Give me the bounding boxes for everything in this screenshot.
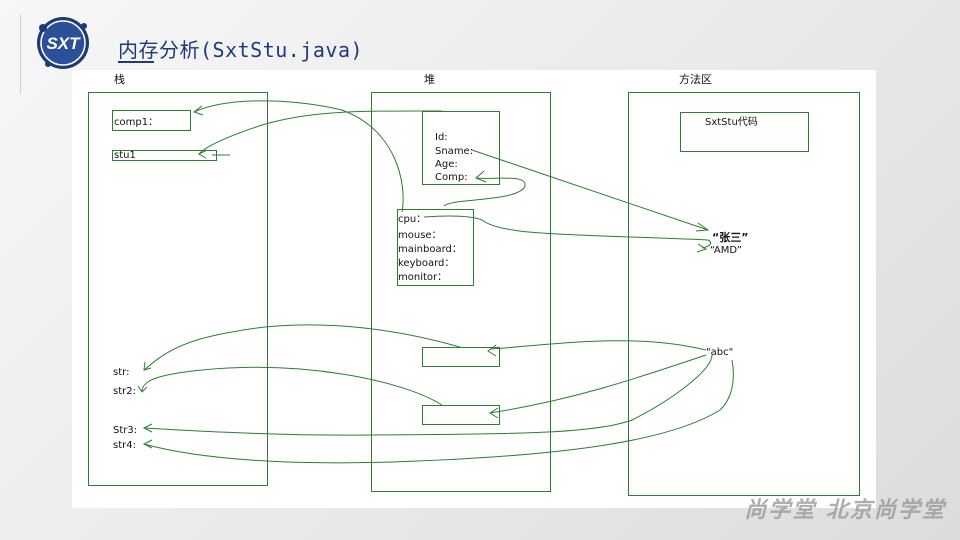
- arrow-str2-to-heapbox2: [141, 366, 443, 406]
- heap-region: [371, 92, 551, 492]
- sxt-logo: SXT: [37, 17, 89, 69]
- arrow-str3-to-abc: [143, 354, 713, 436]
- arrowhead-str: [143, 361, 152, 371]
- heap-string-box-1: [422, 347, 500, 367]
- title-underline: [118, 61, 154, 63]
- stack-column-label: 栈: [114, 73, 125, 86]
- arrow-stu1-to-student: [198, 110, 443, 155]
- arrow-heapbox2-to-abc: [489, 354, 707, 414]
- method-area-column-label: 方法区: [679, 73, 712, 86]
- arrowhead-str4: [142, 439, 153, 449]
- str-label: str:: [113, 367, 130, 378]
- heap-column-label: 堆: [424, 73, 435, 86]
- computer-mouse-field: mouse：: [398, 230, 442, 241]
- arrowhead-amd: [696, 243, 708, 253]
- title-block: 内存分析(SxtStu.java): [118, 34, 363, 63]
- corner-rule: [20, 14, 21, 94]
- reference-arrows: [137, 100, 734, 464]
- arrowhead-heapbox1: [487, 344, 497, 357]
- arrowhead-heapbox2: [489, 407, 499, 419]
- arrow-str-to-heap: [143, 324, 461, 371]
- arrow-cpu-to-amd: [423, 215, 711, 249]
- computer-object-box: [397, 209, 474, 286]
- str3-label: Str3:: [113, 425, 138, 436]
- computer-monitor-field: monitor：: [398, 272, 448, 283]
- computer-cpu-field: cpu：: [398, 214, 427, 225]
- arrow-sname-to-zhangsan: [471, 149, 709, 231]
- arrowhead-comp: [475, 170, 487, 183]
- page-title: 内存分析(SxtStu.java): [118, 38, 364, 62]
- string-zhangsan: “张三”: [712, 231, 749, 244]
- str4-label: str4:: [113, 440, 136, 451]
- computer-mainboard-field: mainboard：: [398, 244, 462, 255]
- class-code-label: SxtStu代码: [705, 117, 758, 128]
- stack-region: [88, 92, 268, 486]
- stu1-label: stu1: [114, 150, 136, 161]
- arrow-comp1-to-computer: [193, 100, 404, 213]
- arrow-str4-to-abc: [143, 359, 734, 464]
- logo-text: SXT: [46, 34, 81, 53]
- class-code-box: [680, 112, 809, 152]
- memory-diagram: 栈 堆 方法区 comp1： stu1 str: str2: Str3: str…: [72, 70, 876, 508]
- method-area-region: [628, 92, 860, 496]
- heap-string-box-2: [422, 405, 500, 425]
- str2-label: str2:: [113, 386, 136, 397]
- student-id-field: Id:: [435, 132, 448, 143]
- watermark: 尚学堂 北京尚学堂: [744, 498, 946, 523]
- arrowhead-zhangsan: [695, 222, 710, 232]
- student-age-field: Age:: [435, 159, 458, 170]
- arrowhead-comp1: [192, 105, 204, 116]
- student-comp-field: Comp:: [435, 172, 468, 183]
- comp1-slot: [112, 110, 191, 131]
- arrowhead-str3: [142, 423, 153, 433]
- arrowhead-str2: [137, 385, 148, 393]
- arrow-comp-to-computer: [443, 177, 526, 207]
- string-amd: “AMD”: [710, 245, 742, 256]
- computer-keyboard-field: keyboard：: [398, 258, 455, 269]
- student-sname-field: Sname:: [435, 146, 474, 157]
- arrowhead-stu1: [197, 149, 208, 159]
- arrow-heapbox1-to-abc: [489, 340, 707, 351]
- comp1-label: comp1：: [114, 117, 159, 128]
- string-abc: "abc": [706, 347, 734, 358]
- student-object-box: [422, 111, 500, 185]
